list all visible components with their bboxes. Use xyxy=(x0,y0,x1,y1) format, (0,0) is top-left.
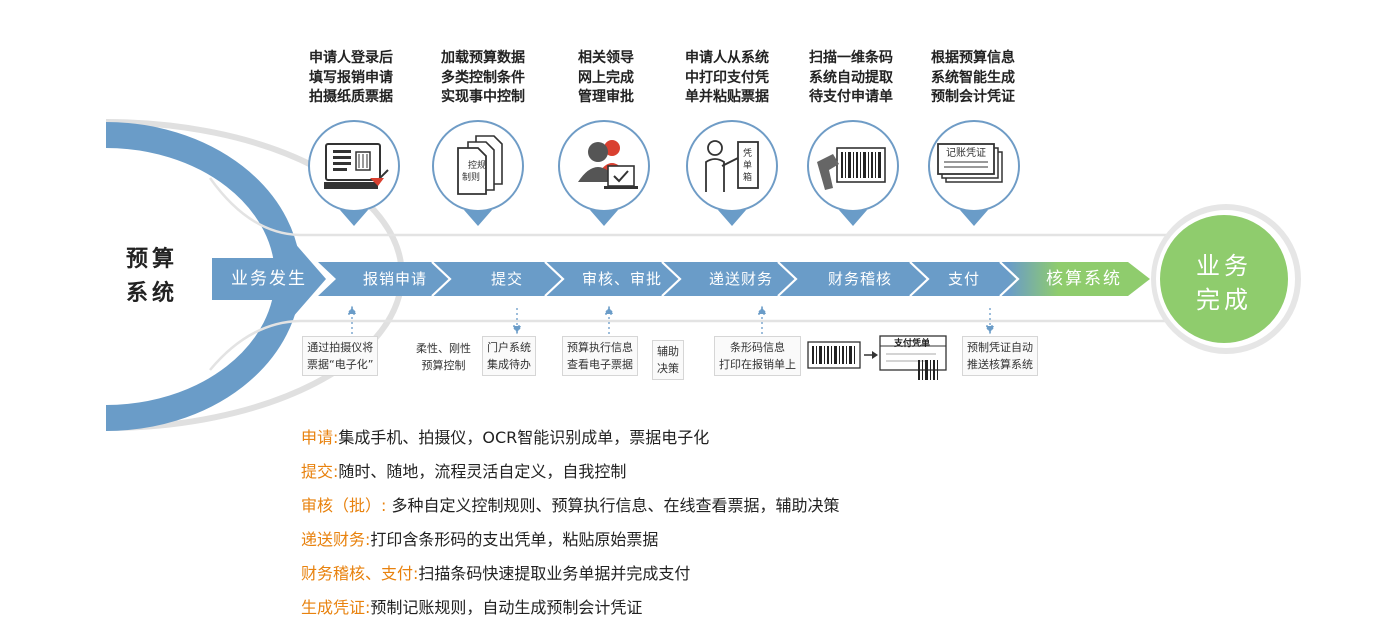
flow-step-3: 审核、审批 xyxy=(581,270,662,288)
end-circle xyxy=(1156,211,1292,347)
note-push-accounting: 预制凭证自动 推送核算系统 xyxy=(962,336,1038,376)
note-portal: 门户系统 集成待办 xyxy=(482,336,536,376)
payment-voucher-label: 支付凭单 xyxy=(893,339,930,349)
pipe-top-rail xyxy=(208,177,1190,237)
step-5-desc: 扫描一维条码 系统自动提取 待支付申请单 xyxy=(809,50,893,105)
documents-icon: 控 规 制则 xyxy=(432,120,524,226)
connectors xyxy=(346,305,996,335)
svg-text:规: 规 xyxy=(477,160,486,171)
approver-icon xyxy=(558,120,650,226)
start-label: 业务发生 xyxy=(231,269,307,289)
voucher-icon: 记账凭证 xyxy=(928,120,1020,226)
note-ocr: 通过拍摄仪将 票据“电子化” xyxy=(302,336,379,376)
svg-text:凭: 凭 xyxy=(743,147,752,159)
feature-submit: 提交:随时、随地，流程灵活自定义，自我控制 xyxy=(301,462,627,481)
scanner-icon xyxy=(308,120,400,226)
flow-band xyxy=(318,262,1150,296)
svg-text:记账凭证: 记账凭证 xyxy=(946,146,986,159)
feature-audit-pay: 财务稽核、支付:扫描条码快速提取业务单据并完成支付 xyxy=(301,564,691,583)
flow-step-4: 递送财务 xyxy=(708,270,773,288)
step-4-desc: 申请人从系统 中打印支付凭 单并粘贴票据 xyxy=(685,50,769,105)
svg-text:箱: 箱 xyxy=(743,171,752,183)
svg-text:制则: 制则 xyxy=(462,171,480,183)
svg-text:控: 控 xyxy=(468,159,477,171)
svg-text:单: 单 xyxy=(743,159,752,171)
barcode-scanner-icon xyxy=(807,120,899,226)
note-budget-control: 柔性、刚性 预算控制 xyxy=(416,342,471,372)
step-3-desc: 相关领导 网上完成 管理审批 xyxy=(578,50,634,105)
note-budget-info: 预算执行信息 查看电子票据 xyxy=(562,336,638,376)
end-circle-rim xyxy=(1151,204,1301,354)
flow-step-6: 支付 xyxy=(947,270,980,288)
flow-step-2: 提交 xyxy=(490,270,523,288)
pipe-bottom-rail xyxy=(209,319,1190,371)
accounting-label: 核算系统 xyxy=(1046,269,1122,289)
barcode-to-voucher-graphic xyxy=(807,335,947,380)
note-decision: 辅助 决策 xyxy=(652,340,684,380)
start-arrow xyxy=(212,240,326,318)
step-6-desc: 根据预算信息 系统智能生成 预制会计凭证 xyxy=(931,50,1015,105)
flow-step-5: 财务稽核 xyxy=(827,270,892,288)
flow-chevrons xyxy=(431,261,1020,297)
end-system-label: 业务 完成 xyxy=(1196,252,1252,314)
step-1-desc: 申请人登录后 填写报销申请 拍摄纸质票据 xyxy=(309,50,393,105)
feature-review: 审核（批）: 多种自定义控制规则、预算执行信息、在线查看票据，辅助决策 xyxy=(301,496,840,515)
note-barcode: 条形码信息 打印在报销单上 xyxy=(714,336,801,376)
feature-apply: 申请:集成手机、拍摄仪，OCR智能识别成单，票据电子化 xyxy=(301,428,710,447)
print-voucher-icon: 凭 单 箱 xyxy=(686,120,778,226)
feature-voucher: 生成凭证:预制记账规则，自动生成预制会计凭证 xyxy=(301,598,643,617)
feature-deliver: 递送财务:打印含条形码的支出凭单，粘贴原始票据 xyxy=(301,530,659,549)
feature-list: 申请:集成手机、拍摄仪，OCR智能识别成单，票据电子化 提交:随时、随地，流程灵… xyxy=(301,424,1201,628)
flow-step-1: 报销申请 xyxy=(362,270,427,288)
left-system-label: 预算 系统 xyxy=(125,247,178,306)
step-2-desc: 加载预算数据 多类控制条件 实现事中控制 xyxy=(441,50,525,105)
